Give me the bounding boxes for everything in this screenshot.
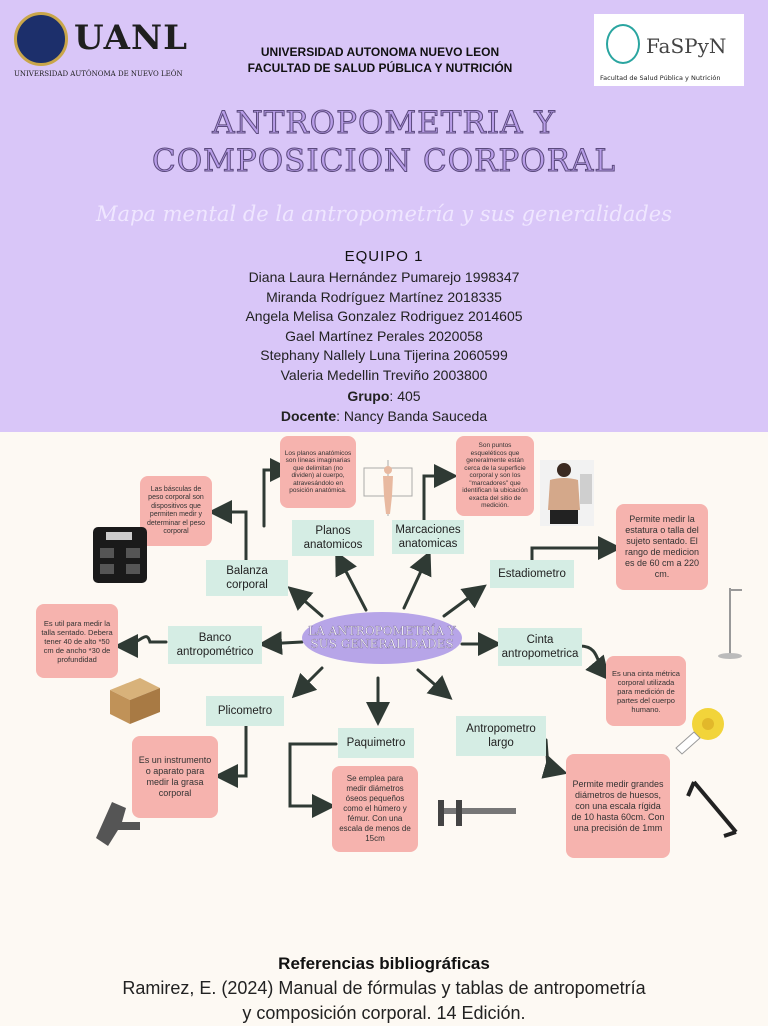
faspyn-logo-text: FaSPyN (646, 34, 727, 58)
node-paquimetro: Paquimetro (338, 728, 414, 758)
note-balanza-corporal: Las básculas de peso corporal son dispos… (140, 476, 212, 546)
measuring-tape-icon (675, 708, 724, 755)
faspyn-logo-subtitle: Facultad de Salud Pública y Nutrición (600, 74, 721, 82)
institution-name: UNIVERSIDAD AUTONOMA NUEVO LEON FACULTAD… (230, 44, 530, 76)
member-4: Gael Martínez Perales 2020058 (285, 327, 483, 344)
uanl-logo-subtitle: UNIVERSIDAD AUTÓNOMA DE NUEVO LEÓN (14, 70, 183, 78)
note-banco-antropometrico: Es util para medir la talla sentado. Deb… (36, 604, 118, 678)
faspyn-logo: FaSPyN Facultad de Salud Pública y Nutri… (594, 14, 744, 86)
node-marcaciones-anatomicas: Marcaciones anatomicas (392, 520, 464, 554)
institution-line-2: FACULTAD DE SALUD PÚBLICA Y NUTRICIÓN (247, 61, 513, 75)
central-topic: LA ANTROPOMETRÍA Y SUS GENERALIDADES (302, 612, 462, 664)
faspyn-figure-icon (606, 24, 640, 64)
team-members: Diana Laura Hernández Pumarejo 1998347 M… (184, 268, 584, 385)
vernier-caliper-icon (438, 800, 516, 826)
note-marcaciones-anatomicas: Son puntos esqueléticos que generalmente… (456, 436, 534, 516)
member-2: Miranda Rodríguez Martínez 2018335 (266, 288, 502, 305)
anatomical-planes-icon (363, 460, 413, 516)
references-title: Referencias bibliográficas (278, 954, 490, 973)
large-anthropometer-icon (686, 780, 738, 838)
note-estadiometro: Permite medir la estatura o talla del su… (616, 504, 708, 590)
page-subtitle: Mapa mental de la antropometría y sus ge… (95, 202, 673, 226)
connector-arrows (114, 458, 622, 818)
teacher-value: : Nancy Banda Sauceda (336, 408, 488, 424)
node-antropometro-largo: Antropometro largo (456, 716, 546, 756)
scale-icon (93, 527, 147, 583)
skinfold-caliper-icon (96, 802, 140, 846)
stadiometer-icon (718, 588, 742, 659)
node-cinta-antropometrica: Cinta antropometrica (498, 628, 582, 666)
member-5: Stephany Nallely Luna Tijerina 2060599 (260, 347, 508, 363)
header: UANL UNIVERSIDAD AUTÓNOMA DE NUEVO LEÓN … (0, 0, 768, 432)
node-planos-anatomicos: Planos anatomicos (292, 520, 374, 556)
note-cinta-antropometrica: Es una cinta métrica corporal utilizada … (606, 656, 686, 726)
node-balanza-corporal: Balanza corporal (206, 560, 288, 596)
node-plicometro: Plicometro (206, 696, 284, 726)
note-antropometro-largo: Permite medir grandes diámetros de hueso… (566, 754, 670, 858)
mind-map: LA ANTROPOMETRÍA Y SUS GENERALIDADES Pla… (0, 432, 768, 902)
member-3: Angela Melisa Gonzalez Rodriguez 2014605 (245, 308, 523, 324)
note-plicometro: Es un instrumento o aparato para medir l… (132, 736, 218, 818)
node-banco-antropometrico: Banco antropométrico (168, 626, 262, 664)
uanl-logo-text: UANL (74, 18, 188, 58)
member-6: Valeria Medellin Treviño 2003800 (280, 366, 488, 383)
group-line: Grupo: 405 (184, 388, 584, 404)
note-planos-anatomicos: Los planos anatómicos son líneas imagina… (280, 436, 356, 508)
institution-line-1: UNIVERSIDAD AUTONOMA NUEVO LEON (260, 45, 500, 59)
page-title: ANTROPOMETRIA Y COMPOSICION CORPORAL (151, 105, 617, 180)
node-estadiometro: Estadiometro (490, 560, 574, 588)
note-paquimetro: Se emplea para medir diámetros óseos peq… (332, 766, 418, 852)
group-label: Grupo (347, 388, 390, 404)
uanl-logo: UANL UNIVERSIDAD AUTÓNOMA DE NUEVO LEÓN (14, 12, 194, 82)
team-label: EQUIPO 1 (344, 248, 424, 265)
references-text: Ramirez, E. (2024) Manual de fórmulas y … (122, 978, 646, 1023)
group-value: : 405 (389, 388, 421, 404)
anthropometric-box-icon (110, 678, 160, 724)
back-landmarks-photo-icon (540, 460, 594, 526)
teacher-label: Docente (280, 408, 337, 424)
teacher-line: Docente: Nancy Banda Sauceda (184, 408, 584, 424)
member-1: Diana Laura Hernández Pumarejo 1998347 (248, 269, 520, 285)
uanl-seal-icon (14, 12, 68, 66)
